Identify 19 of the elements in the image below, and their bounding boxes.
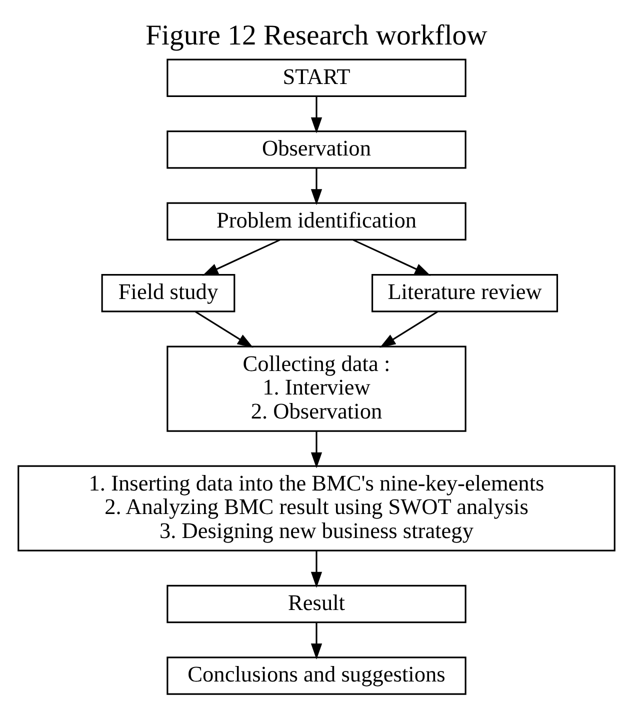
node-box: Conclusions and suggestions [166,656,466,695]
node-box: 1. Inserting data into the BMC's nine-key-elements 2. Analyzing BMC result using SWOT analysis 3. Designing new business strategy [17,465,615,552]
node-box: Observation [166,130,466,169]
arrow [310,622,322,660]
node-box: Collecting data : 1. Interview 2. Observation [166,346,466,432]
arrow [310,431,322,468]
arrow [194,311,253,348]
arrow [352,239,430,276]
node-box: Result [166,584,466,624]
diagram-title: Figure 12 Research workflow [145,19,487,52]
arrow [379,311,438,348]
arrow [310,550,322,588]
arrow [310,96,322,134]
node-box: START [166,58,466,98]
arrow [310,168,322,206]
node-box: Literature review [371,274,558,312]
node-box: Problem identification [166,202,466,241]
node-box: Field study [100,274,235,312]
arrow [202,239,280,276]
